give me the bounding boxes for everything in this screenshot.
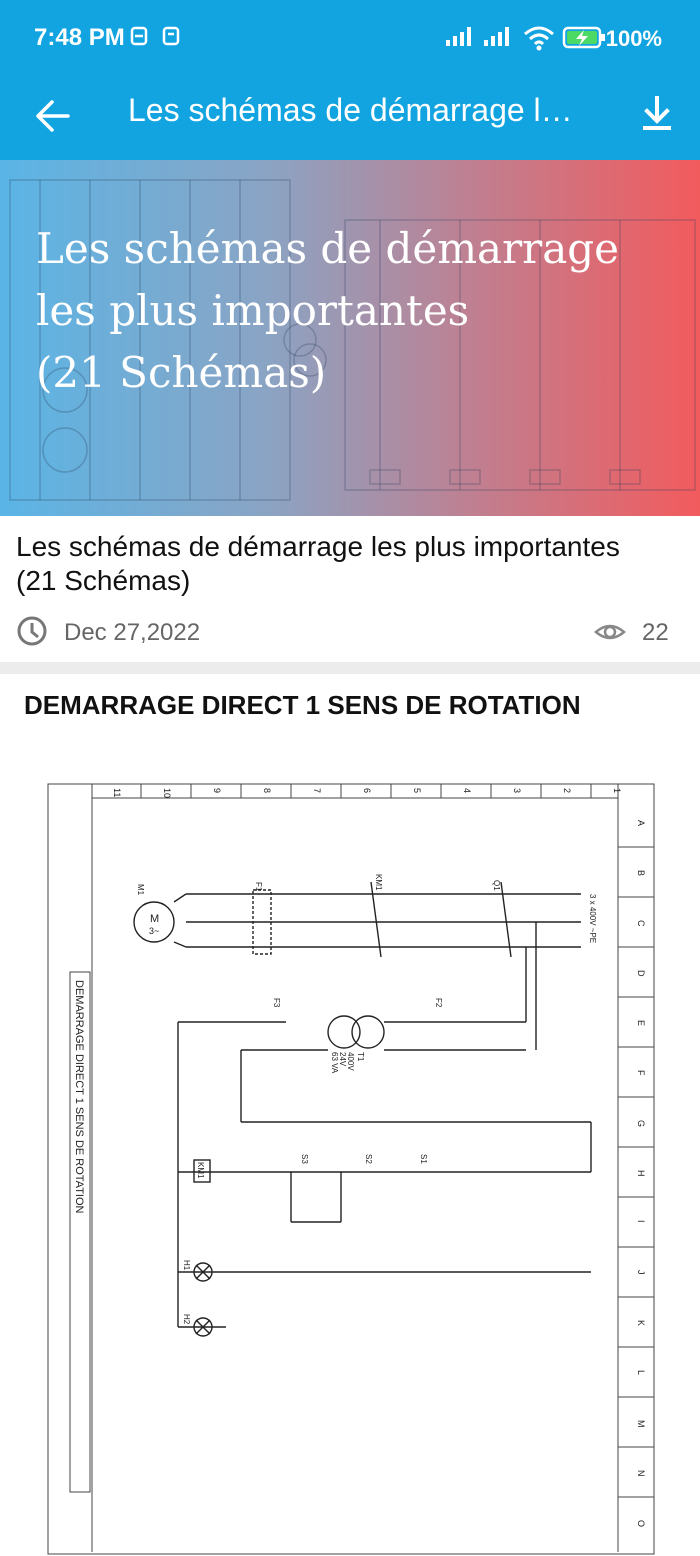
diagram-column-label: 6: [362, 788, 372, 793]
s2-label: S2: [364, 1154, 373, 1164]
article-meta: Dec 27,2022 22: [0, 612, 700, 652]
diagram-column-label: 7: [312, 788, 322, 793]
f1-label: F1: [254, 882, 263, 892]
article-title: Les schémas de démarrage les plus import…: [16, 531, 620, 596]
notification-icon-2: [162, 26, 180, 46]
diagram-row-label: O: [636, 1520, 646, 1527]
view-count: 22: [642, 619, 669, 646]
diagram-column-label: 4: [462, 788, 472, 793]
diagram-row-label: G: [636, 1120, 646, 1127]
q1-label: Q1: [492, 880, 501, 891]
h1-label: H1: [182, 1260, 191, 1271]
app-bar: Les schémas de démarrage les plus import…: [0, 76, 700, 160]
diagram-side-title: DEMARRAGE DIRECT 1 SENS DE ROTATION: [73, 980, 85, 1214]
hero-title-line-3: (21 Schémas): [36, 348, 327, 397]
diagram-row-label: N: [636, 1470, 646, 1477]
diagram-row-label: K: [636, 1320, 646, 1326]
diagram-column-label: 1: [612, 788, 622, 793]
diagram-row-label: F: [636, 1070, 646, 1076]
wifi-icon: [524, 26, 554, 51]
diagram-column-label: 11: [112, 788, 122, 797]
diagram-column-label: 9: [212, 788, 222, 793]
s1-label: S1: [419, 1154, 428, 1164]
circuit-diagram[interactable]: 11 10 9 8 7 6 5 4 3 2 1A B C D E F G H I J K L M N O DEMARRAGE D…: [46, 782, 656, 1556]
h2-label: H2: [182, 1314, 191, 1325]
diagram-column-label: 5: [412, 788, 422, 793]
hero-title-line-1: Les schémas de démarrage: [36, 224, 620, 273]
diagram-row-label: A: [636, 820, 646, 826]
diagram-column-label: 8: [262, 788, 272, 793]
diagram-column-label: 2: [562, 788, 572, 793]
status-time: 7:48 PM: [34, 24, 125, 51]
article-date: Dec 27,2022: [64, 619, 201, 646]
motor-phase: 3~: [149, 926, 159, 936]
clock-icon: [17, 616, 47, 646]
hero-banner: Les schémas de démarrage les plus import…: [0, 160, 700, 516]
hero-circuit-background: [9, 179, 696, 501]
battery-percent: 100%: [605, 26, 662, 51]
hero-title: Les schémas de démarrage les plus import…: [36, 218, 696, 404]
motor-symbol: M: [150, 913, 159, 925]
back-arrow-icon[interactable]: [32, 96, 72, 136]
f2-label: F2: [434, 998, 443, 1008]
diagram-row-label: C: [636, 920, 646, 927]
diagram-row-label: E: [636, 1020, 646, 1026]
status-bar: 7:48 PM 100%: [0, 0, 700, 76]
f3-label: F3: [272, 998, 281, 1008]
t1-va-label: 63 VA: [330, 1052, 339, 1074]
diagram-row-label: B: [636, 870, 646, 876]
t1-v2-label: 24V: [338, 1052, 347, 1067]
signal-icon-2: [484, 27, 509, 46]
diagram-column-label: 3: [512, 788, 522, 793]
diagram-row-label: J: [636, 1270, 646, 1275]
hero-title-line-2: les plus importantes: [36, 286, 470, 335]
signal-icon: [446, 27, 471, 46]
t1-v1-label: 400V: [346, 1052, 355, 1071]
t1-label: T1: [356, 1052, 365, 1062]
diagram-row-label: L: [636, 1370, 646, 1375]
motor-label: M1: [136, 884, 145, 896]
supply-label: 3 x 400V ~PE: [588, 894, 597, 943]
notification-icon: [130, 26, 148, 46]
app-bar-title: Les schémas de démarrage les plus import…: [128, 92, 586, 128]
battery-icon: [562, 26, 605, 49]
s3-label: S3: [300, 1154, 309, 1164]
diagram-row-label: D: [636, 970, 646, 977]
download-icon[interactable]: [636, 94, 678, 136]
km1-label: KM1: [374, 874, 383, 891]
diagram-row-label: H: [636, 1170, 646, 1177]
diagram-row-label: I: [636, 1220, 646, 1223]
section-heading: DEMARRAGE DIRECT 1 SENS DE ROTATION: [24, 690, 581, 720]
diagram-row-label: M: [636, 1420, 646, 1428]
coil-label: KM1: [196, 1162, 205, 1179]
eye-icon: [594, 624, 626, 640]
diagram-column-label: 10: [162, 788, 172, 798]
section-divider: [0, 662, 700, 674]
